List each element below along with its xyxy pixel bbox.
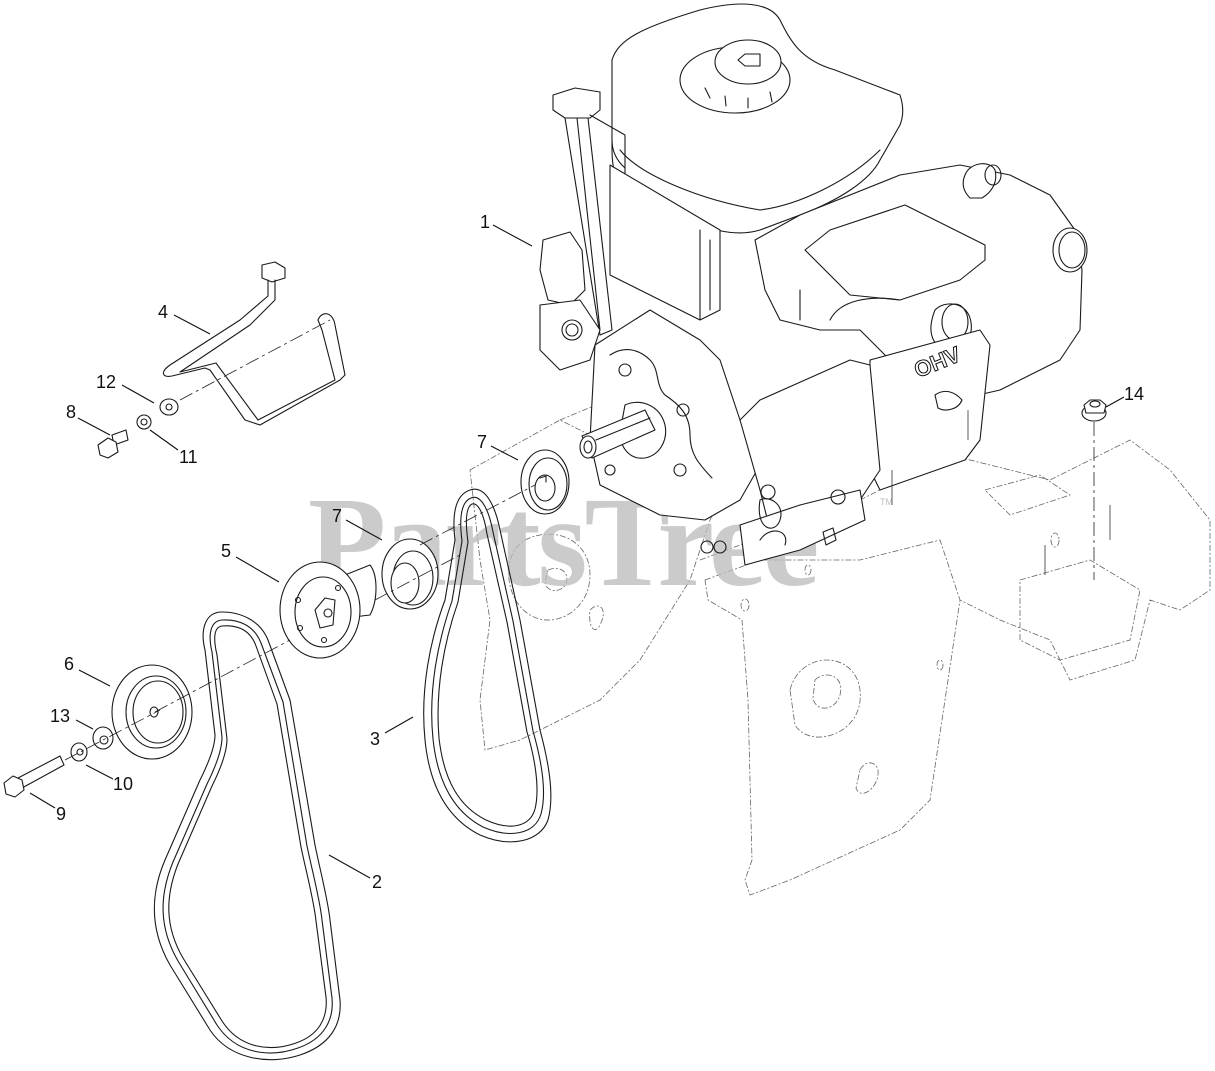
callout-1[interactable]: 1 xyxy=(480,212,533,247)
lock-washer-10 xyxy=(70,742,88,762)
bolt-8 xyxy=(97,437,119,459)
callout-label-7-upper: 7 xyxy=(477,432,487,452)
callout-label-9: 9 xyxy=(56,804,66,824)
hardware-bolt-8-washers xyxy=(97,398,179,459)
frame-phantom xyxy=(469,394,1211,896)
callout-label-6: 6 xyxy=(64,654,74,674)
callout-7-lower[interactable]: 7 xyxy=(332,506,383,541)
callout-10[interactable]: 10 xyxy=(85,764,133,794)
bolt-9 xyxy=(3,775,25,798)
callout-label-8: 8 xyxy=(66,402,76,422)
callout-7-upper[interactable]: 7 xyxy=(477,432,519,461)
lock-washer-11 xyxy=(136,414,152,430)
callout-label-13: 13 xyxy=(50,706,70,726)
spacer-part-7-upper xyxy=(419,449,570,546)
callout-label-14: 14 xyxy=(1124,384,1144,404)
belt-guide-part-4 xyxy=(162,261,346,426)
callout-label-12: 12 xyxy=(96,372,116,392)
callouts: 1 2 3 4 5 6 7 7 xyxy=(29,212,1144,892)
callout-label-1: 1 xyxy=(480,212,490,232)
flat-washer-12 xyxy=(159,398,179,416)
callout-label-3: 3 xyxy=(370,729,380,749)
callout-label-11: 11 xyxy=(179,447,198,467)
callout-12[interactable]: 12 xyxy=(96,372,155,404)
pulley-part-5 xyxy=(279,561,377,659)
callout-11[interactable]: 11 xyxy=(149,429,198,467)
callout-3[interactable]: 3 xyxy=(370,716,414,749)
hardware-bolt-9-washers xyxy=(3,709,161,798)
callout-6[interactable]: 6 xyxy=(64,654,111,687)
callout-label-5: 5 xyxy=(221,541,231,561)
belt-part-3 xyxy=(423,488,552,843)
flange-nut-part-14 xyxy=(1081,399,1107,580)
callout-9[interactable]: 9 xyxy=(29,792,66,824)
callout-label-10: 10 xyxy=(113,774,133,794)
callout-4[interactable]: 4 xyxy=(158,302,211,335)
flat-washer-13 xyxy=(92,726,114,750)
belt-part-2 xyxy=(153,611,341,1061)
callout-2[interactable]: 2 xyxy=(328,854,382,892)
callout-14[interactable]: 14 xyxy=(1105,384,1144,408)
callout-label-7-lower: 7 xyxy=(332,506,342,526)
callout-8[interactable]: 8 xyxy=(66,402,111,436)
callout-label-2: 2 xyxy=(372,872,382,892)
idler-pulley-part-6 xyxy=(111,639,291,760)
watermark-trademark: TM xyxy=(880,497,893,507)
engine-assembly: OHV xyxy=(539,3,1088,566)
callout-label-4: 4 xyxy=(158,302,168,322)
callout-5[interactable]: 5 xyxy=(221,541,280,583)
spacer-part-7-lower xyxy=(374,538,461,610)
callout-13[interactable]: 13 xyxy=(50,706,94,730)
